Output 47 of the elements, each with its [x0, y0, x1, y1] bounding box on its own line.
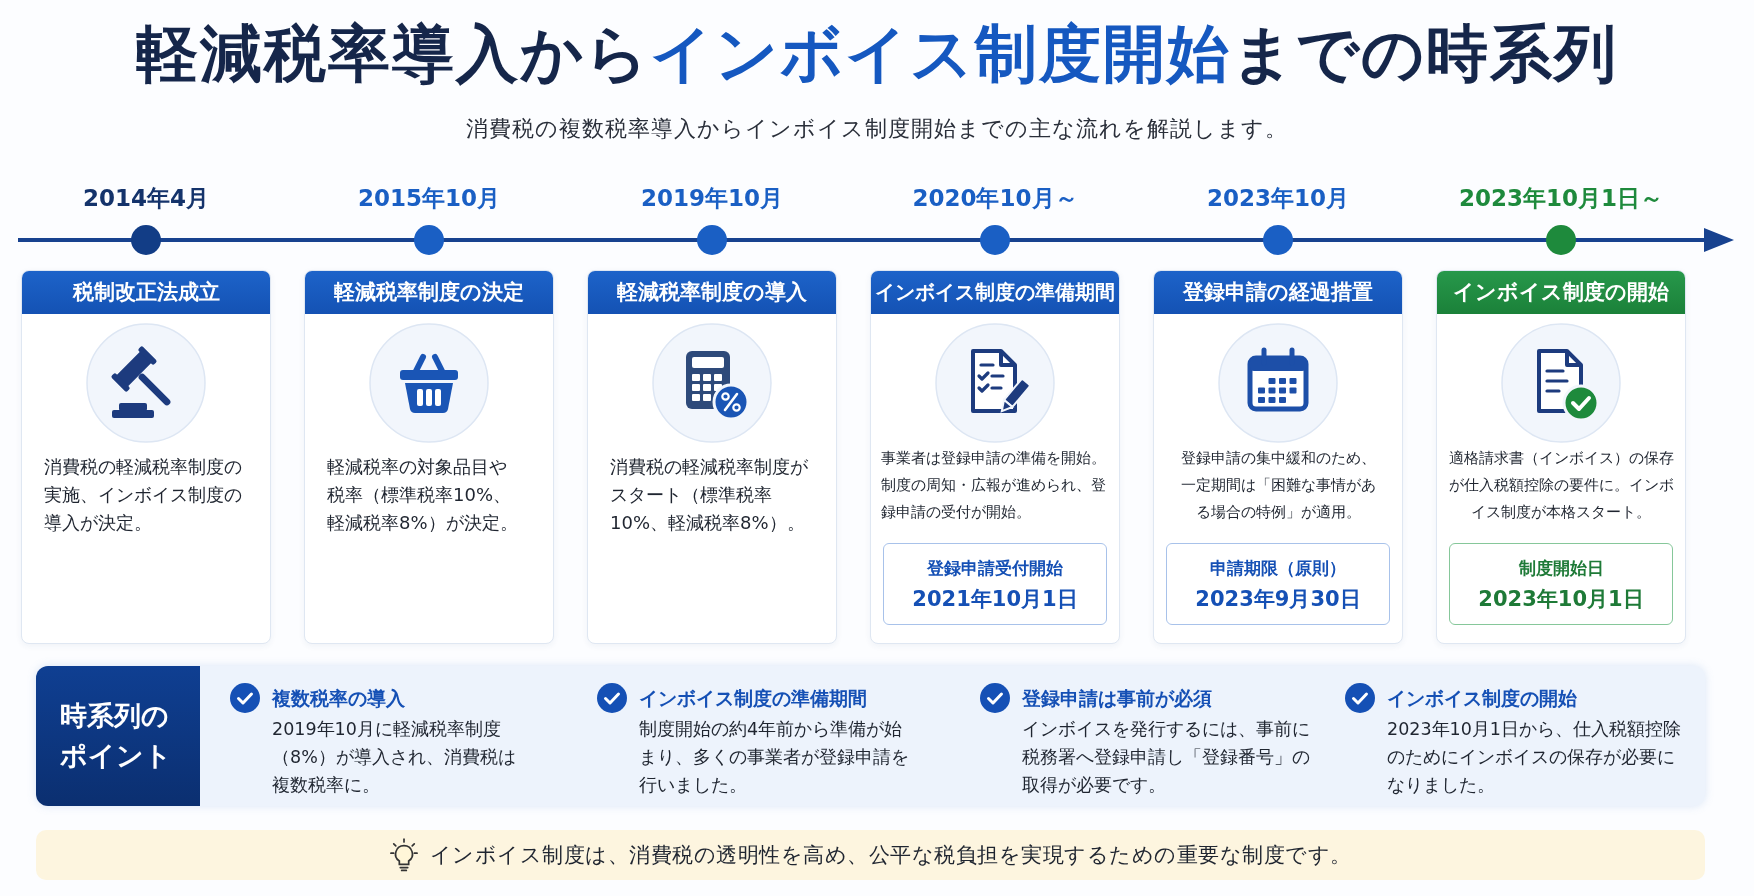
date-label: 2015年10月	[358, 184, 500, 213]
timeline-card	[587, 270, 837, 644]
date-label: 2019年10月	[641, 184, 783, 213]
card-header: インボイス制度の開始	[1437, 271, 1685, 314]
point-heading: インボイス制度の準備期間	[639, 686, 867, 711]
point-description: インボイスを発行するには、事前に税務署へ登録申請し「登録番号」の取得が必要です。	[1022, 718, 1311, 797]
card-header: 登録申請の経過措置	[1154, 271, 1402, 314]
card-description: 適格請求書（インボイス）の保存が仕入税額控除の要件に。インボイス制度が本格スタート。	[1447, 448, 1675, 523]
key-date-card	[1449, 543, 1673, 625]
timeline-card	[870, 270, 1120, 644]
key-date-caption: 申請期限（原則）	[1210, 557, 1346, 580]
timeline-card	[21, 270, 271, 644]
date-label: 2020年10月～	[912, 184, 1078, 213]
key-date-caption: 制度開始日	[1518, 557, 1604, 580]
key-points-panel	[36, 666, 1705, 806]
date-label: 2023年10月	[1207, 184, 1349, 213]
point-description: 制度開始の約4年前から準備が始まり、多くの事業者が登録申請を行いました。	[639, 718, 910, 797]
key-date-card	[1166, 543, 1390, 625]
card-description: 消費税の軽減税率制度がスタート（標準税率10%、軽減税率8%）。	[610, 455, 809, 535]
card-header: 軽減税率制度の導入	[588, 271, 836, 314]
note-text: インボイス制度は、消費税の透明性を高め、公平な税負担を実現するための重要な制度です。	[429, 842, 1352, 869]
point-heading: インボイス制度の開始	[1387, 686, 1577, 711]
card-description: 消費税の軽減税率制度の実施、インボイス制度の導入が決定。	[44, 455, 243, 535]
card-description: 事業者は登録申請の準備を開始。制度の周知・広報が進められ、登録申請の受付が開始。	[881, 448, 1107, 523]
date-label: 2023年10月1日～	[1459, 184, 1663, 213]
card-header: 軽減税率制度の決定	[305, 271, 553, 314]
points-heading: 時系列のポイント	[36, 666, 200, 806]
point-description: 2019年10月に軽減税率制度（8%）が導入され、消費税は複数税率に。	[272, 718, 517, 797]
key-date: 2021年10月1日	[912, 586, 1078, 613]
note-banner	[36, 830, 1705, 880]
date-label: 2014年4月	[83, 184, 209, 213]
timeline-card	[1436, 270, 1686, 644]
card-description: 軽減税率の対象品目や税率（標準税率10%、軽減税率8%）が決定。	[327, 455, 519, 535]
point-heading: 登録申請は事前が必須	[1022, 686, 1212, 711]
key-date-caption: 登録申請受付開始	[927, 557, 1063, 580]
key-date: 2023年9月30日	[1195, 586, 1361, 613]
key-date: 2023年10月1日	[1478, 586, 1644, 613]
subtitle: 消費税の複数税率導入からインボイス制度開始までの主な流れを解説します。	[466, 115, 1288, 143]
card-header: インボイス制度の準備期間	[871, 271, 1119, 314]
card-description: 登録申請の集中緩和のため、一定期間は「困難な事情がある場合の特例」が適用。	[1179, 448, 1377, 523]
point-description: 2023年10月1日から、仕入税額控除のためにインボイスの保存が必要になりました。	[1387, 718, 1682, 797]
card-header: 税制改正法成立	[22, 271, 270, 314]
key-date-card	[883, 543, 1107, 625]
timeline-card	[1153, 270, 1403, 644]
point-heading: 複数税率の導入	[272, 686, 405, 711]
page-title: 軽減税率導入からインボイス制度開始までの時系列	[136, 16, 1618, 92]
timeline-card	[304, 270, 554, 644]
